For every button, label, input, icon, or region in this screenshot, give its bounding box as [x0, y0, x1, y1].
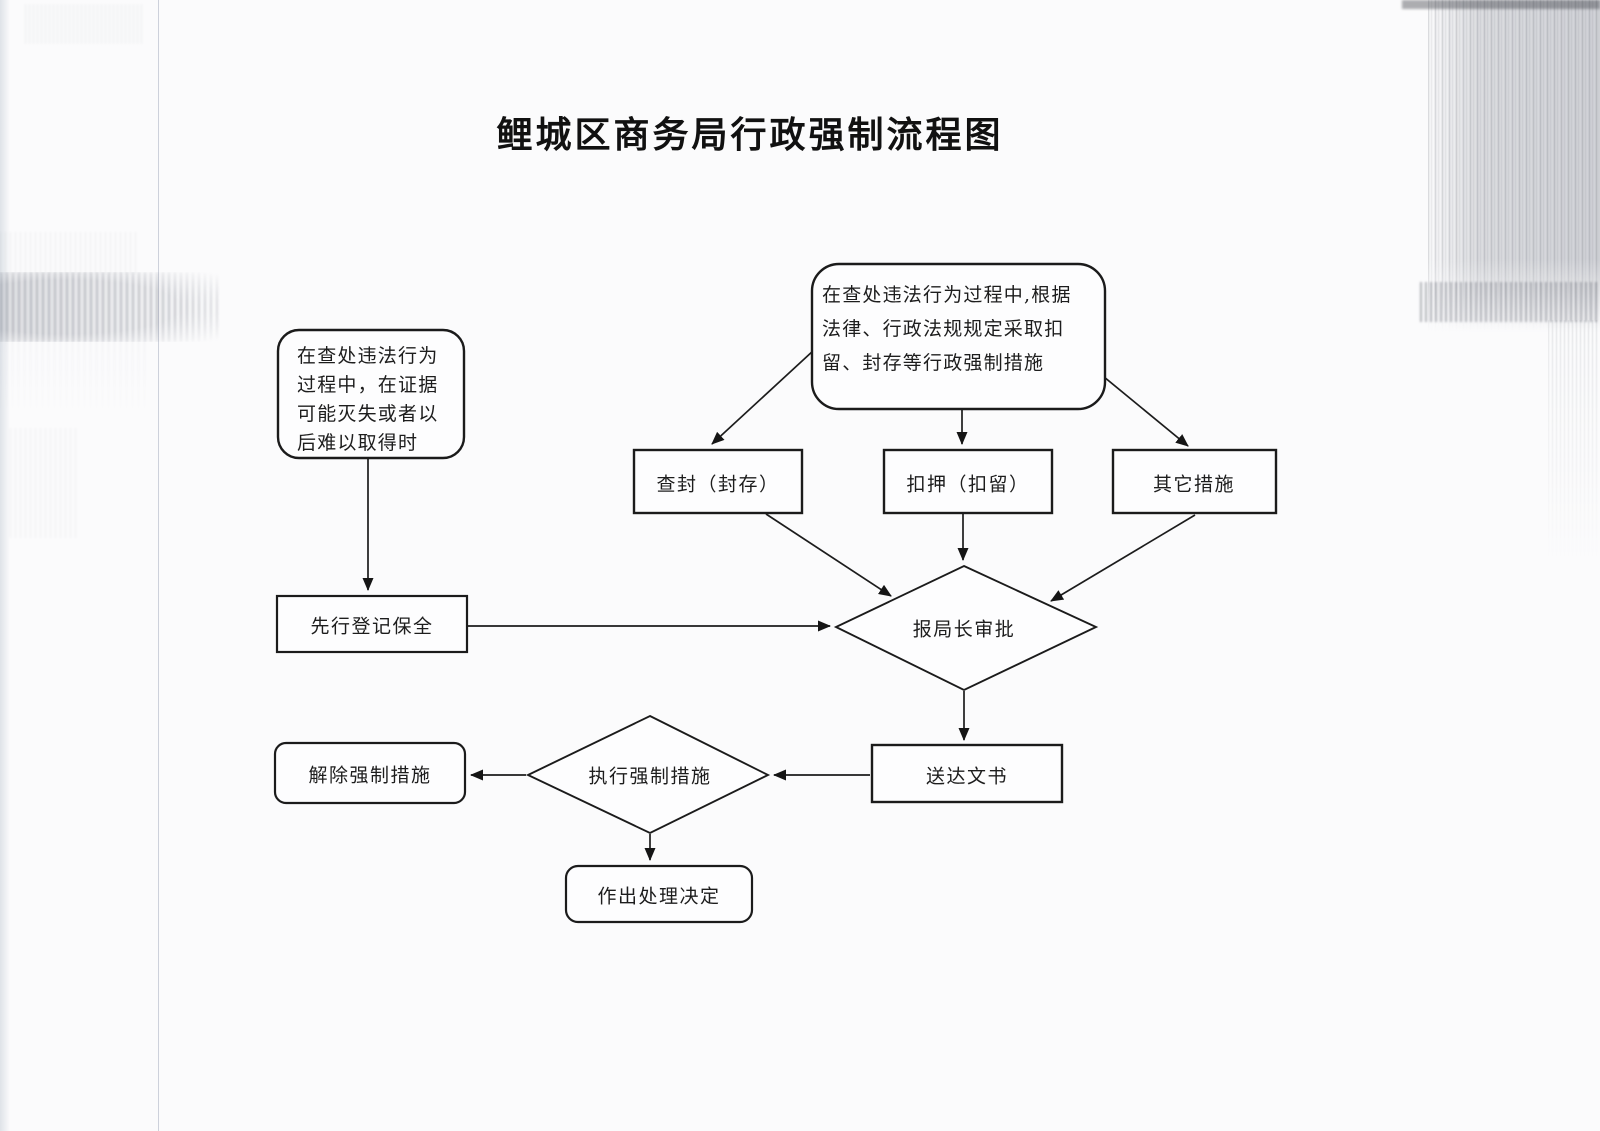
edge-other-to-approve [1050, 514, 1196, 602]
node-register-shape [275, 594, 469, 654]
node-seal-label: 查封（封存） [656, 473, 780, 496]
node-deliver-shape [870, 743, 1064, 804]
node-condition-left-label: 在查处违法行为过程中，在证据可能灭失或者以后难以取得时 [297, 345, 439, 454]
edge-condition-to-seal [711, 349, 815, 445]
flow-connectors [362, 349, 1196, 861]
node-condition-right-label: 在查处违法行为过程中,根据法律、行政法规规定采取扣留、封存等行政强制措施 [822, 284, 1072, 374]
edge-seal-to-approve [765, 513, 892, 597]
node-register-label: 先行登记保全 [310, 615, 434, 638]
node-execute-label: 执行强制措施 [588, 765, 712, 788]
node-decide-shape [564, 864, 754, 924]
node-decide-label: 作出处理决定 [597, 885, 721, 908]
flow-nodes [273, 262, 1278, 924]
node-deliver-label: 送达文书 [925, 765, 1009, 788]
page-title: 鲤城区商务局行政强制流程图 [496, 114, 1004, 156]
edge-condition-to-other [1097, 371, 1189, 447]
node-seal-shape [632, 448, 804, 515]
node-detain-shape [882, 448, 1054, 515]
node-other-label: 其它措施 [1152, 473, 1236, 496]
node-other-shape [1111, 448, 1278, 515]
node-condition-right-shape [810, 262, 1107, 411]
node-approve-shape [833, 564, 1099, 692]
node-detain-label: 扣押（扣留） [906, 473, 1030, 496]
node-execute-shape [525, 714, 771, 835]
node-condition-left-shape [276, 328, 466, 460]
paper-fold-line [158, 0, 159, 1131]
node-approve-label: 报局长审批 [912, 618, 1016, 641]
node-release-shape [273, 741, 467, 805]
paper-left-edge [0, 0, 10, 1131]
node-release-label: 解除强制措施 [308, 764, 432, 787]
